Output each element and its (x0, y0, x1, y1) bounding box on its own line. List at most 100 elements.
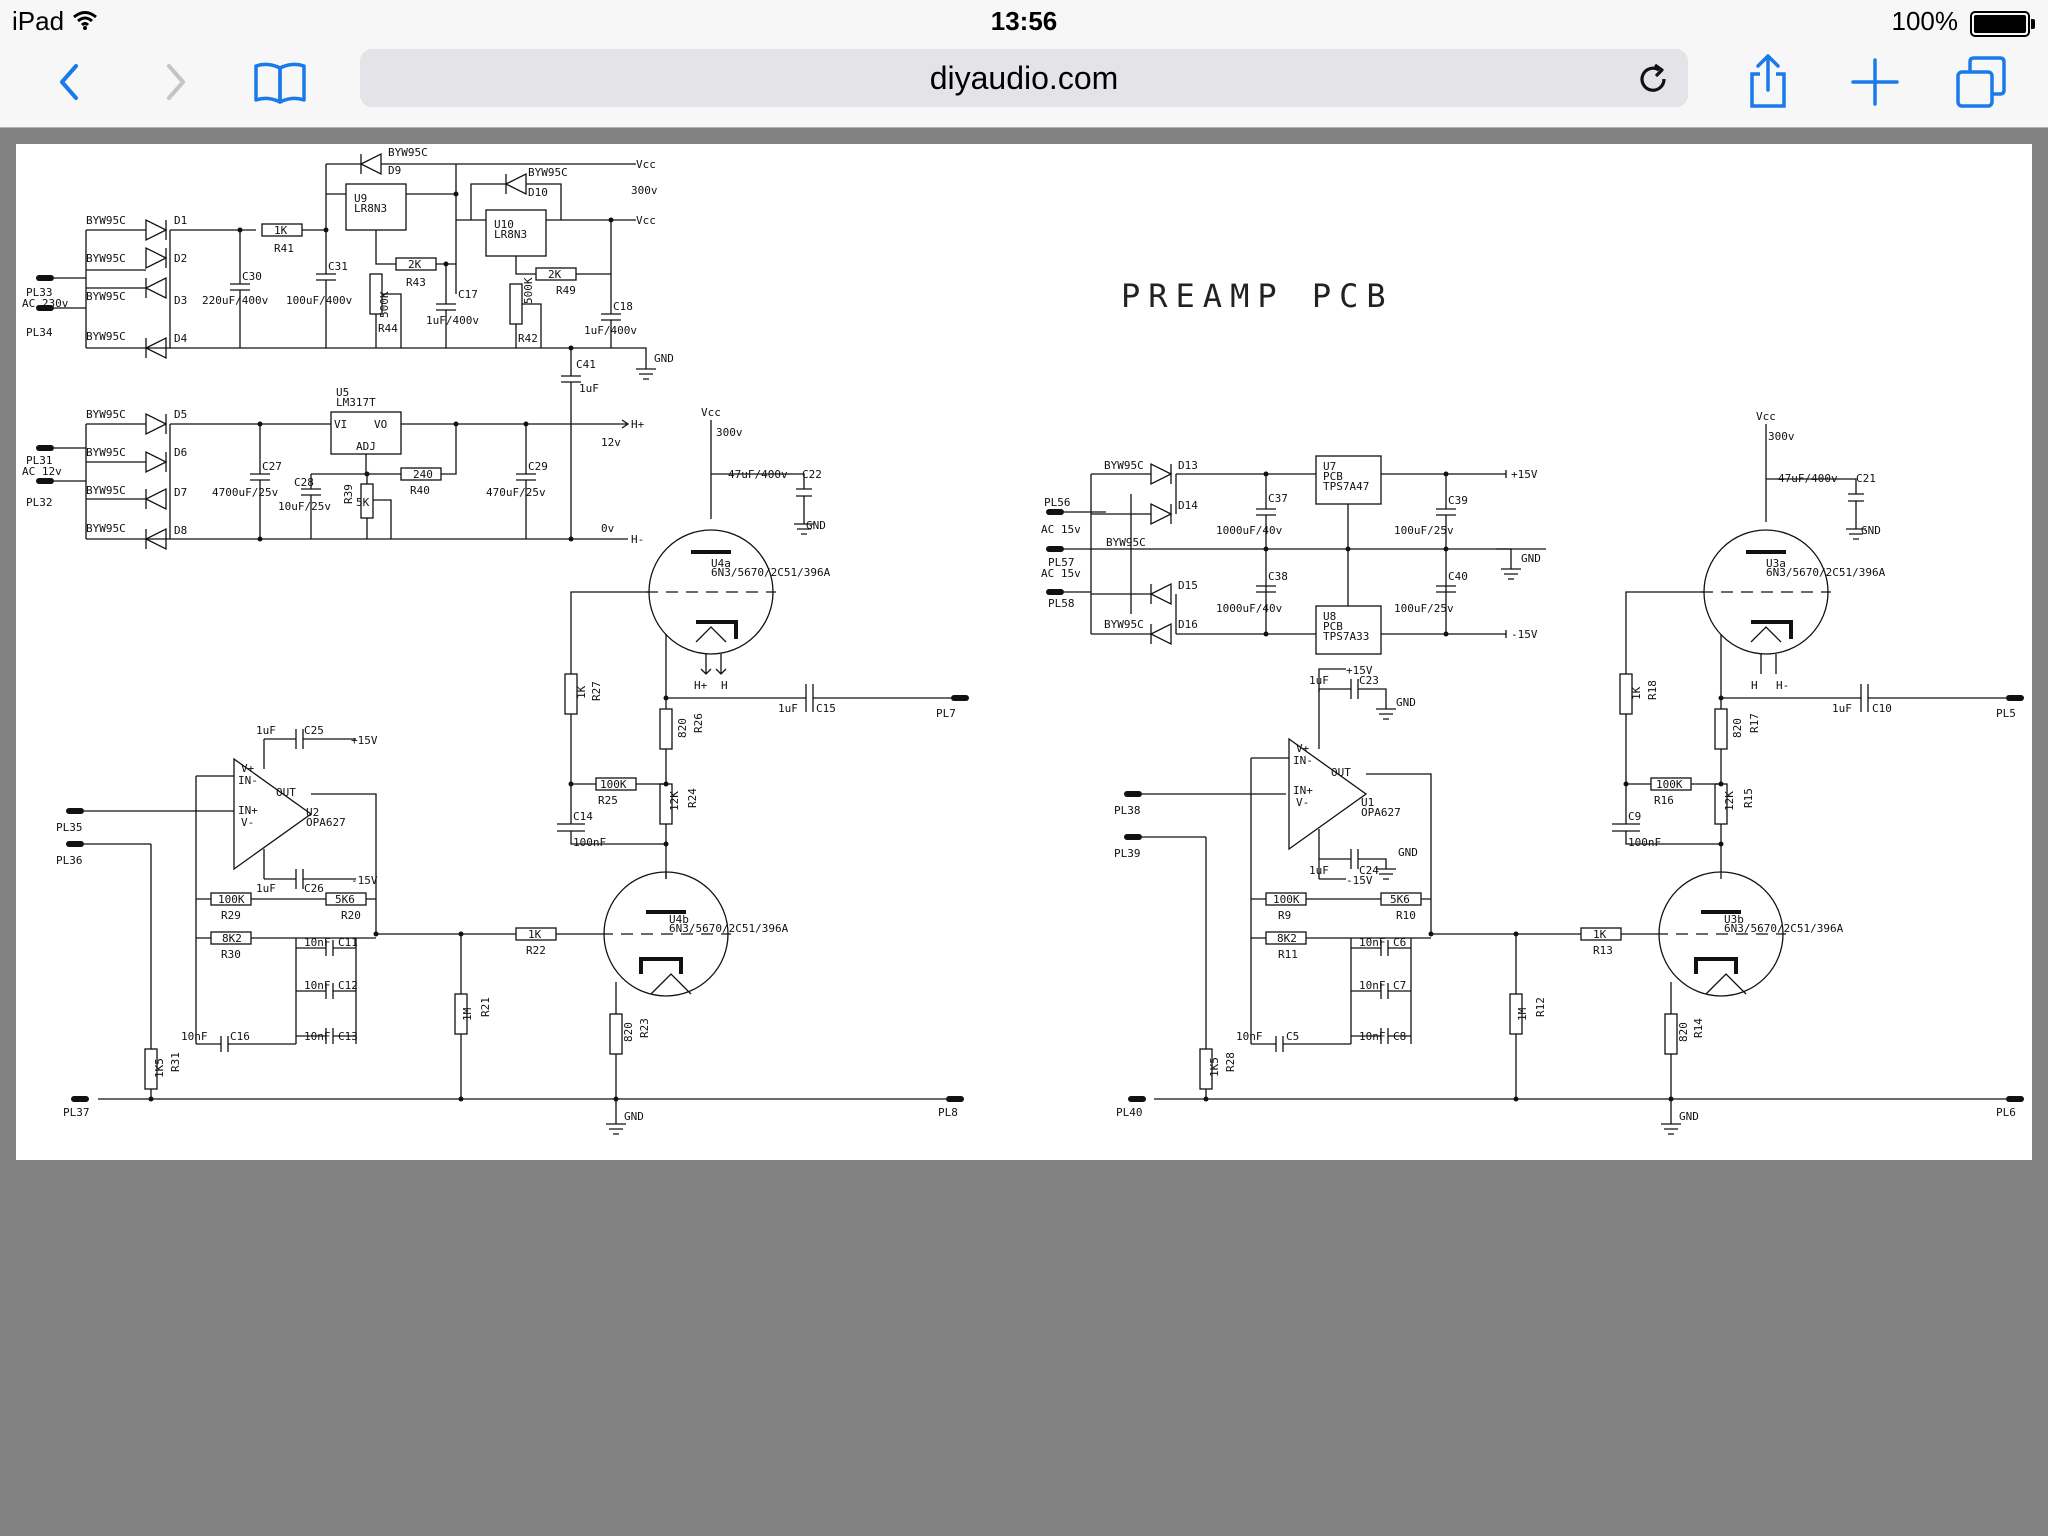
svg-text:PL8: PL8 (938, 1106, 958, 1119)
svg-text:R39: R39 (342, 484, 355, 504)
url-text: diyaudio.com (929, 60, 1119, 96)
svg-text:C16: C16 (230, 1030, 250, 1043)
svg-text:V-: V- (241, 816, 254, 829)
share-button[interactable] (1738, 52, 1798, 112)
svg-text:10nF: 10nF (304, 1030, 331, 1043)
svg-text:R43: R43 (406, 276, 426, 289)
svg-text:R17: R17 (1748, 713, 1761, 733)
svg-text:H: H (1751, 679, 1758, 692)
svg-text:U4b: U4b (669, 913, 689, 926)
svg-text:5K6: 5K6 (335, 893, 355, 906)
back-button[interactable] (40, 52, 100, 112)
svg-text:1uF: 1uF (1309, 864, 1329, 877)
svg-text:BYW95C: BYW95C (86, 252, 126, 265)
forward-icon (167, 64, 185, 100)
svg-text:1uF: 1uF (1832, 702, 1852, 715)
svg-text:VI: VI (334, 418, 347, 431)
svg-text:R9: R9 (1278, 909, 1291, 922)
svg-text:-15V: -15V (1511, 628, 1538, 641)
address-bar[interactable]: diyaudio.com (360, 49, 1688, 107)
svg-text:BYW95C: BYW95C (86, 290, 126, 303)
svg-text:VO: VO (374, 418, 387, 431)
svg-text:47uF/400v: 47uF/400v (728, 468, 788, 481)
svg-text:R22: R22 (526, 944, 546, 957)
svg-text:IN-: IN- (238, 774, 258, 787)
svg-text:R27: R27 (590, 681, 603, 701)
forward-button[interactable] (145, 52, 205, 112)
svg-text:10nF: 10nF (1359, 1030, 1386, 1043)
svg-text:100K: 100K (1656, 778, 1683, 791)
svg-text:GND: GND (1679, 1110, 1699, 1123)
battery-percent: 100% (1891, 6, 1959, 36)
svg-text:2K: 2K (408, 258, 422, 271)
svg-text:H: H (721, 679, 728, 692)
svg-text:C40: C40 (1448, 570, 1468, 583)
svg-text:R21: R21 (479, 997, 492, 1017)
new-tab-button[interactable] (1845, 52, 1905, 112)
battery-icon (1970, 11, 2035, 37)
svg-text:PL34: PL34 (26, 326, 53, 339)
svg-text:U5: U5 (336, 386, 349, 399)
svg-text:10nF: 10nF (1359, 936, 1386, 949)
svg-text:IN-: IN- (1293, 754, 1313, 767)
svg-text:470uF/25v: 470uF/25v (486, 486, 546, 499)
svg-text:BYW95C: BYW95C (86, 214, 126, 227)
svg-text:R20: R20 (341, 909, 361, 922)
svg-text:C5: C5 (1286, 1030, 1299, 1043)
svg-text:ADJ: ADJ (356, 440, 376, 453)
bookmarks-button[interactable] (250, 52, 310, 112)
svg-text:+15V: +15V (1511, 468, 1538, 481)
svg-text:12K: 12K (668, 791, 681, 811)
svg-text:PL5: PL5 (1996, 707, 2016, 720)
svg-text:GND: GND (654, 352, 674, 365)
svg-text:BYW95C: BYW95C (1106, 536, 1146, 549)
svg-text:OPA627: OPA627 (1361, 806, 1401, 819)
svg-text:+15V: +15V (1346, 664, 1373, 677)
svg-text:1000uF/40v: 1000uF/40v (1216, 602, 1283, 615)
svg-text:PL32: PL32 (26, 496, 53, 509)
svg-text:820: 820 (1731, 718, 1744, 738)
svg-text:BYW95C: BYW95C (388, 146, 428, 159)
svg-text:D8: D8 (174, 524, 187, 537)
svg-text:PL7: PL7 (936, 707, 956, 720)
svg-text:R15: R15 (1742, 788, 1755, 808)
svg-text:C18: C18 (613, 300, 633, 313)
reload-icon[interactable] (1636, 62, 1670, 96)
svg-text:1uF: 1uF (579, 382, 599, 395)
svg-text:PL36: PL36 (56, 854, 83, 867)
svg-text:R44: R44 (378, 322, 398, 335)
svg-text:D5: D5 (174, 408, 187, 421)
svg-text:D1: D1 (174, 214, 187, 227)
svg-text:12v: 12v (601, 436, 621, 449)
svg-text:GND: GND (1396, 696, 1416, 709)
svg-text:100nF: 100nF (1628, 836, 1661, 849)
svg-text:820: 820 (676, 718, 689, 738)
svg-text:D14: D14 (1178, 499, 1198, 512)
svg-text:IN+: IN+ (238, 804, 258, 817)
svg-text:6N3/5670/2C51/396A: 6N3/5670/2C51/396A (711, 566, 831, 579)
svg-text:BYW95C: BYW95C (528, 166, 568, 179)
svg-text:U1: U1 (1361, 796, 1374, 809)
svg-text:BYW95C: BYW95C (86, 330, 126, 343)
tabs-icon (1956, 56, 2006, 108)
svg-text:1K: 1K (528, 928, 542, 941)
svg-text:IN+: IN+ (1293, 784, 1313, 797)
svg-text:300v: 300v (631, 184, 658, 197)
svg-text:C15: C15 (816, 702, 836, 715)
tabs-button[interactable] (1952, 52, 2012, 112)
svg-text:BYW95C: BYW95C (1104, 618, 1144, 631)
svg-text:10nF: 10nF (181, 1030, 208, 1043)
back-icon (60, 64, 78, 100)
svg-text:0v: 0v (601, 522, 615, 535)
svg-text:PL35: PL35 (56, 821, 83, 834)
svg-text:C31: C31 (328, 260, 348, 273)
svg-text:AC 12v: AC 12v (22, 465, 62, 478)
svg-text:100K: 100K (600, 778, 627, 791)
svg-text:OPA627: OPA627 (306, 816, 346, 829)
svg-text:BYW95C: BYW95C (86, 446, 126, 459)
svg-text:300v: 300v (1768, 430, 1795, 443)
svg-text:100nF: 100nF (573, 836, 606, 849)
svg-text:R24: R24 (686, 788, 699, 808)
